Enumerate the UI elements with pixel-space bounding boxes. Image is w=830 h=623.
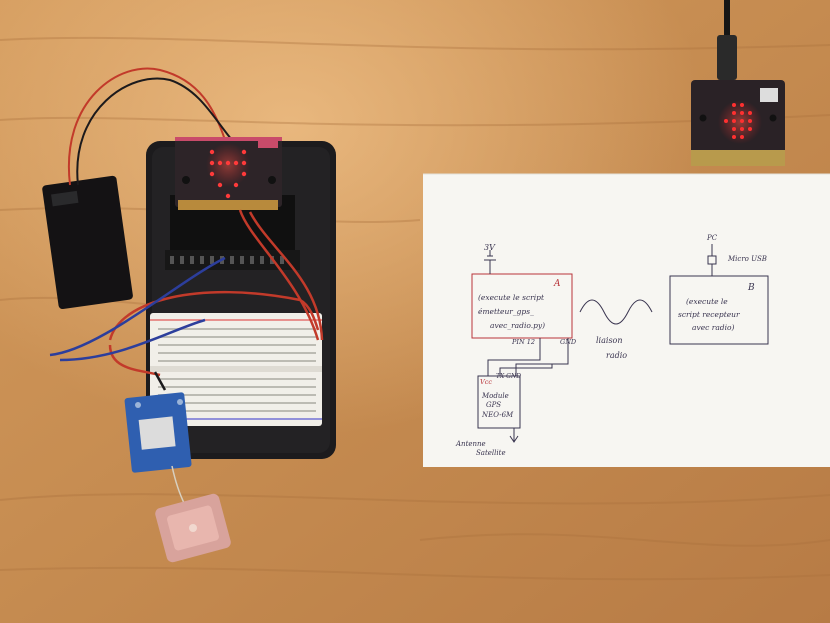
label-gps-3: NEO-6M (481, 411, 514, 419)
label-box-a-3: avec_radio.py) (490, 321, 545, 330)
label-box-b-1: (execute le (686, 297, 728, 306)
label-antenne-2: Satellite (476, 449, 506, 457)
gps-module (124, 392, 192, 473)
label-liaison-1: liaison (596, 336, 623, 345)
label-box-b-2: script recepteur (678, 310, 740, 319)
led-matrix-b (724, 103, 752, 139)
battery-pack (42, 175, 133, 310)
jumper-wires (49, 209, 324, 391)
label-box-b-3: avec radio) (692, 323, 735, 332)
label-pin12: PIN 12 (511, 338, 535, 346)
label-box-b: B (747, 283, 755, 293)
label-vcc: Vcc (480, 378, 492, 386)
label-box-a-2: émetteur_gps_ (478, 307, 534, 316)
label-antenne-1: Antenne (455, 440, 486, 448)
hand-drawn-diagram (471, 244, 769, 443)
battery-wires (67, 67, 233, 186)
box-gps (477, 375, 521, 429)
paper-sheet (423, 173, 830, 467)
breadboard (150, 313, 322, 426)
label-liaison-2: radio (606, 351, 627, 360)
diagram-labels: 3V A (execute le script émetteur_gps_ av… (455, 234, 767, 457)
label-gnd-a: GND (560, 338, 577, 346)
box-b (669, 275, 769, 345)
label-pc: PC (706, 234, 718, 242)
label-gps-2: GPS (486, 401, 501, 409)
radio-wave (579, 299, 653, 325)
microbit-a (175, 137, 282, 210)
microbit-b (691, 0, 785, 166)
led-matrix-a (206, 143, 250, 199)
label-gps-1: Module (481, 392, 509, 400)
gps-antenna (155, 493, 231, 563)
label-box-a-1: (execute le script (478, 293, 545, 302)
label-micro-usb: Micro USB (727, 255, 767, 263)
label-box-a: A (553, 279, 561, 289)
box-a (471, 273, 573, 339)
label-tx-gnd: TX GND (496, 373, 521, 380)
label-3v: 3V (484, 243, 496, 252)
